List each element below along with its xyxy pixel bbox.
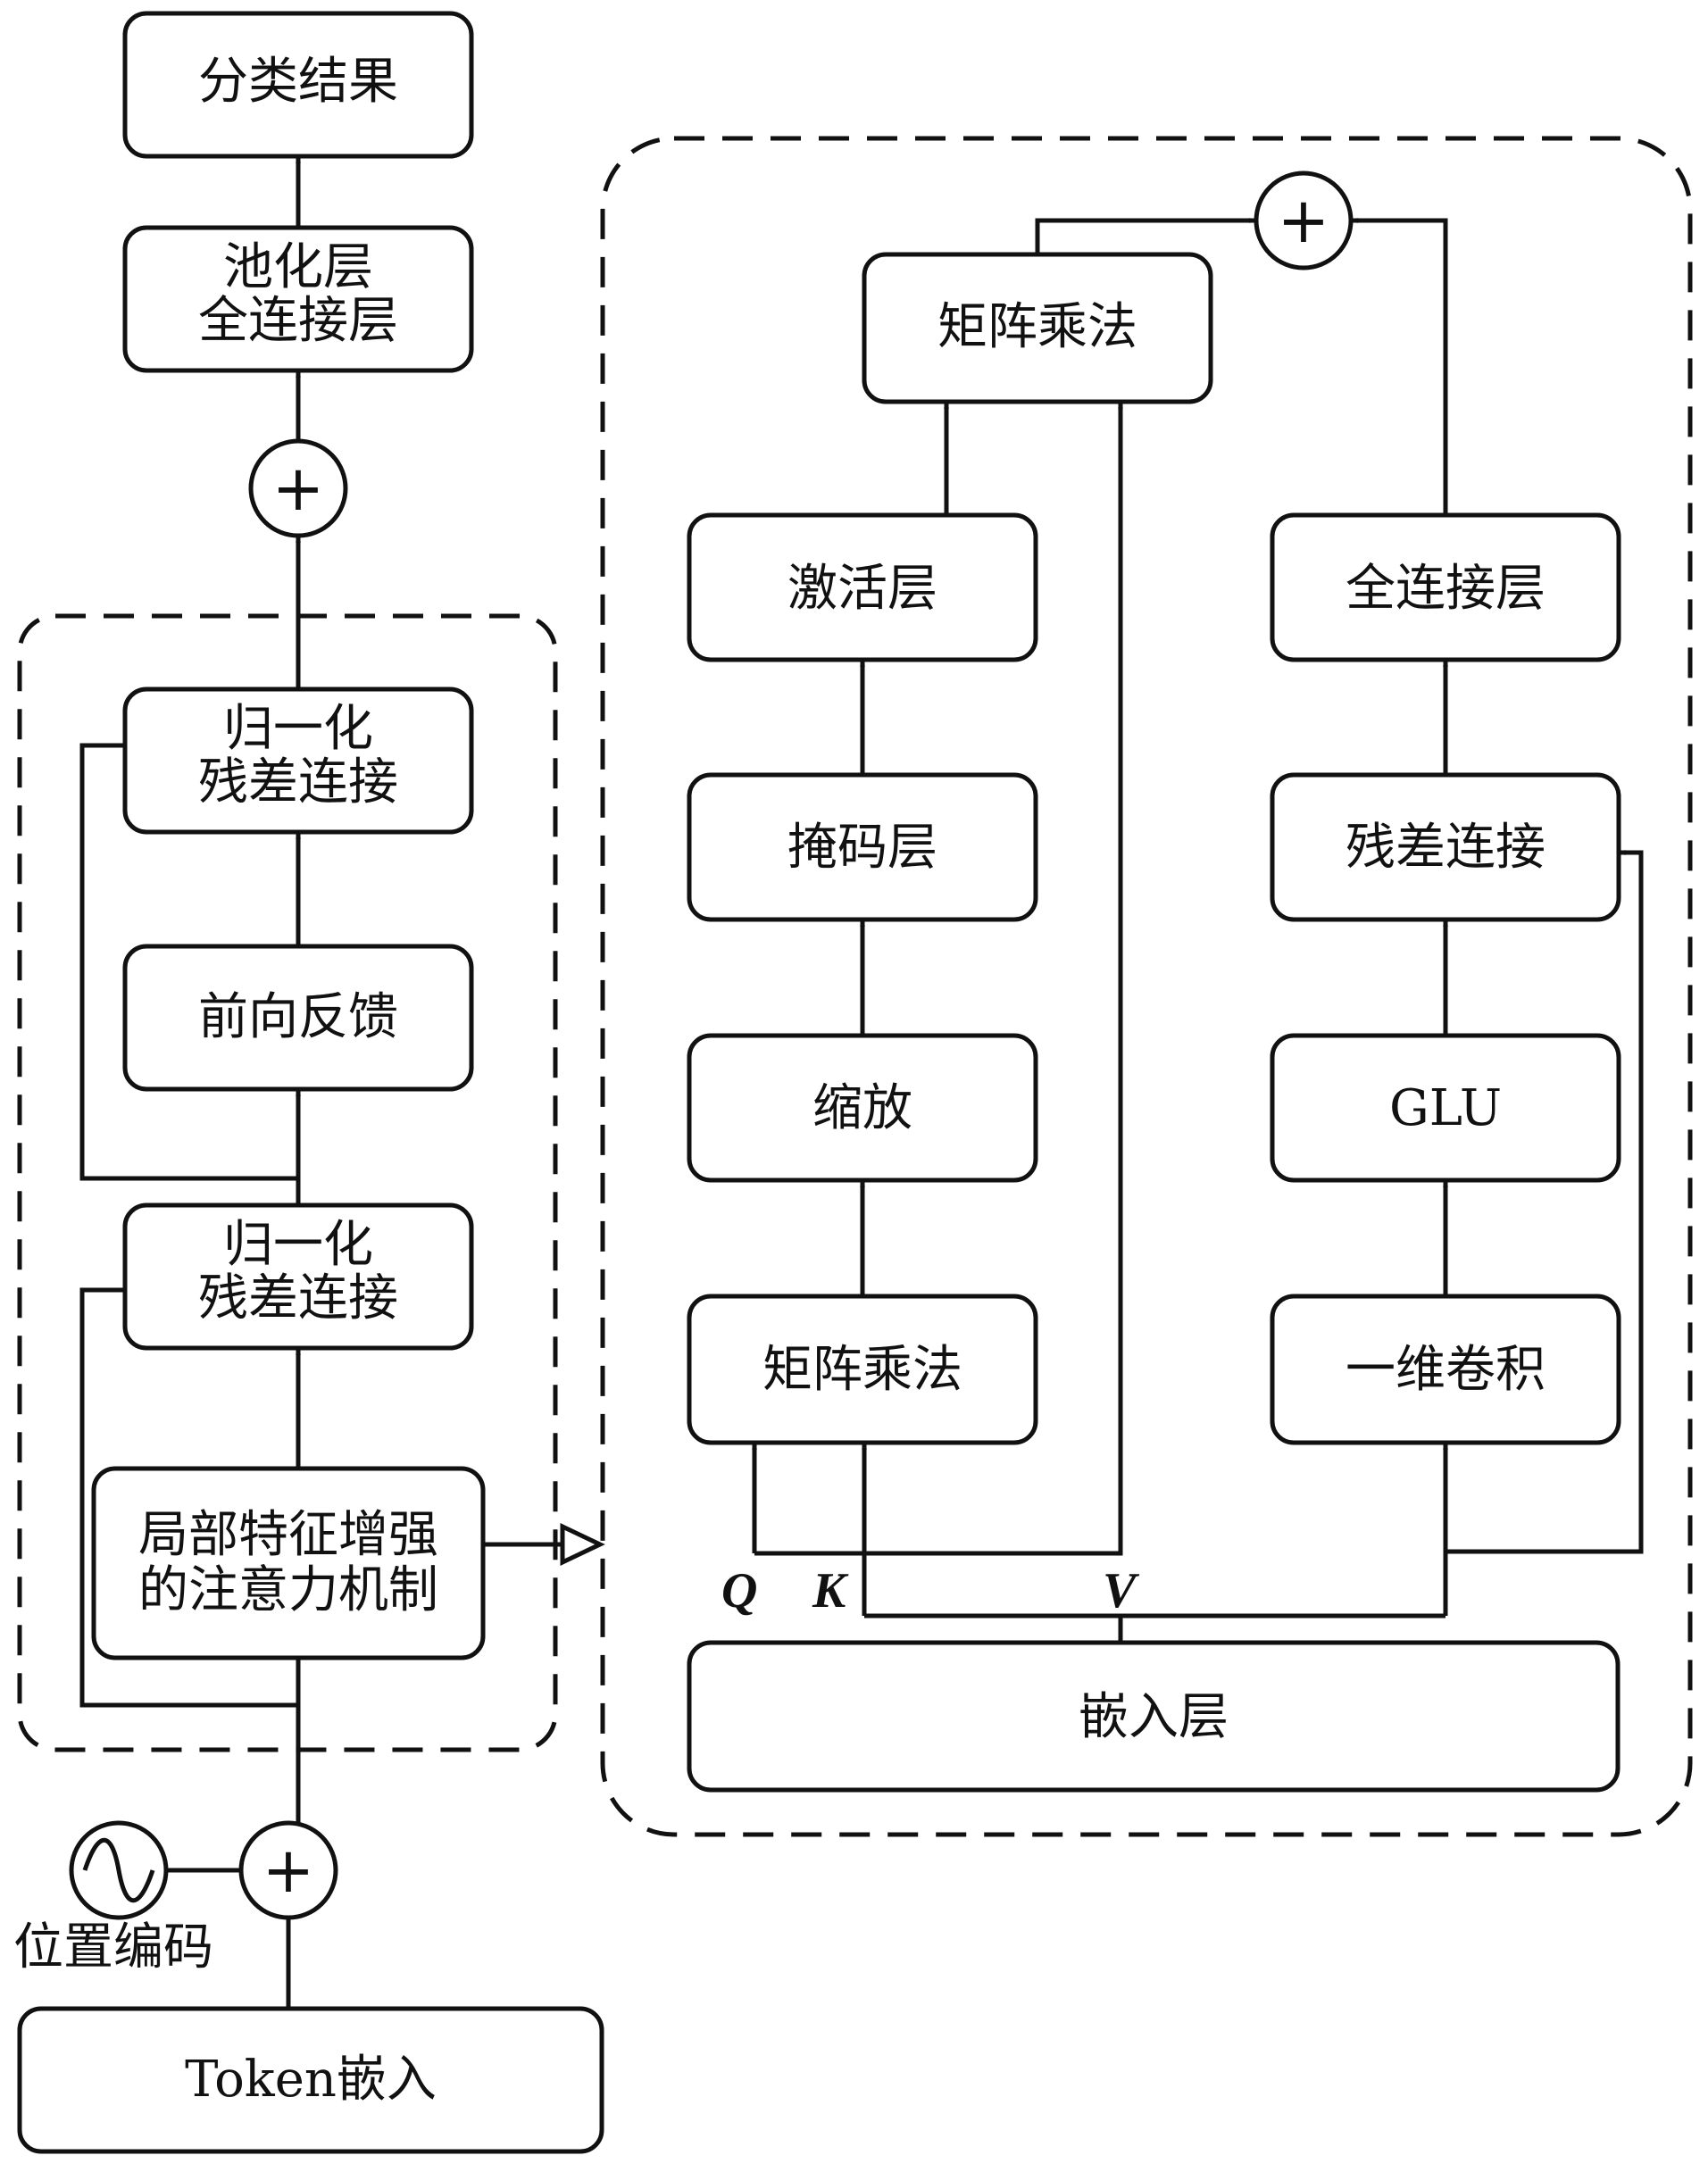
bottom-plus-node: + <box>238 1820 338 1920</box>
k-label: K <box>812 1563 849 1619</box>
plus-symbol: + <box>262 1834 315 1907</box>
matmul-top-label: 矩阵乘法 <box>937 298 1137 356</box>
matmul-bottom-label: 矩阵乘法 <box>762 1341 962 1399</box>
norm-label: 归一化 <box>223 700 373 758</box>
right-plus-node: + <box>1254 171 1354 270</box>
fc-label: 全连接层 <box>198 292 398 350</box>
residual-label: 残差连接 <box>198 1269 398 1327</box>
residual-box: 残差连接 <box>1270 772 1621 922</box>
scale-box: 缩放 <box>687 1033 1038 1183</box>
classification-result-box: 分类结果 <box>122 11 474 159</box>
residual-label: 残差连接 <box>198 753 398 811</box>
pooling-fc-box: 池化层 全连接层 <box>122 225 474 373</box>
conv1d-label: 一维卷积 <box>1346 1341 1546 1399</box>
feed-forward-label: 前向反馈 <box>198 988 398 1046</box>
norm-residual-bottom-box: 归一化 残差连接 <box>122 1203 474 1351</box>
conv1d-box: 一维卷积 <box>1270 1294 1621 1445</box>
v-label: V <box>1103 1563 1140 1619</box>
local-attention-box: 局部特征增强 的注意力机制 <box>91 1466 486 1660</box>
fc-box: 全连接层 <box>1270 512 1621 662</box>
matmul-bottom-box: 矩阵乘法 <box>687 1294 1038 1445</box>
positional-encoding-label: 位置编码 <box>13 1918 213 1976</box>
q-label: Q <box>721 1563 757 1619</box>
pooling-label: 池化层 <box>223 238 373 296</box>
classification-result-label: 分类结果 <box>198 53 398 111</box>
fc-label: 全连接层 <box>1346 560 1546 618</box>
token-embedding-label: Token嵌入 <box>185 2051 437 2109</box>
embedding-box: 嵌入层 <box>687 1640 1621 1793</box>
local-attention-line1: 局部特征增强 <box>138 1506 438 1564</box>
right-connectors <box>752 218 1644 1643</box>
glu-label: GLU <box>1389 1079 1502 1137</box>
mask-label: 掩码层 <box>787 819 937 877</box>
matmul-top-box: 矩阵乘法 <box>862 252 1213 404</box>
attention-detail-dashed <box>600 136 1693 1837</box>
sine-wave-icon <box>69 1820 169 1920</box>
plus-symbol: + <box>272 452 325 525</box>
norm-residual-top-box: 归一化 残差连接 <box>122 687 474 835</box>
mask-box: 掩码层 <box>687 772 1038 922</box>
left-plus-node: + <box>248 438 348 538</box>
residual-label: 残差连接 <box>1346 819 1546 877</box>
plus-symbol: + <box>1278 184 1330 257</box>
scale-label: 缩放 <box>812 1079 912 1137</box>
token-embedding-box: Token嵌入 <box>17 2006 604 2154</box>
norm-label: 归一化 <box>223 1216 373 1274</box>
glu-box: GLU <box>1270 1033 1621 1183</box>
activation-label: 激活层 <box>787 560 937 618</box>
feed-forward-box: 前向反馈 <box>122 944 474 1092</box>
embedding-label: 嵌入层 <box>1079 1688 1229 1746</box>
left-connectors <box>79 157 605 2009</box>
hollow-arrow-icon <box>560 1523 605 1566</box>
local-attention-line2: 的注意力机制 <box>138 1561 438 1619</box>
activation-box: 激活层 <box>687 512 1038 662</box>
